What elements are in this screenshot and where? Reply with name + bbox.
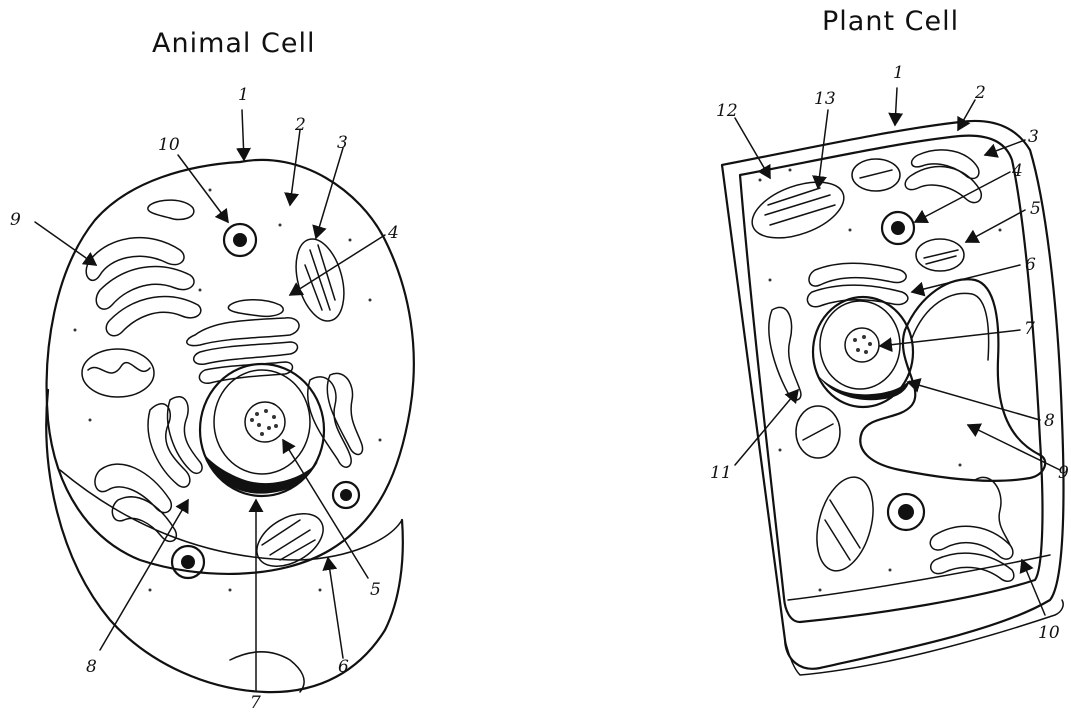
animal-label-2: 2 xyxy=(294,115,306,135)
animal-label-10: 10 xyxy=(158,135,180,155)
plant-label-10: 10 xyxy=(1038,623,1060,643)
plant-label-2: 2 xyxy=(974,83,986,103)
animal-label-8: 8 xyxy=(86,657,97,677)
plant-label-7: 7 xyxy=(1024,319,1035,339)
plant-vacuole xyxy=(860,279,1045,481)
plant-cell: 1 2 3 4 5 6 7 8 9 10 11 12 13 xyxy=(710,63,1069,675)
animal-cell: 1 10 2 3 4 9 5 6 7 8 xyxy=(10,85,414,713)
animal-label-4: 4 xyxy=(387,223,399,243)
plant-label-6: 6 xyxy=(1025,255,1036,275)
animal-pointers xyxy=(35,110,385,690)
plant-label-8: 8 xyxy=(1044,411,1055,431)
animal-label-6: 6 xyxy=(338,657,349,677)
plant-label-12: 12 xyxy=(716,101,738,121)
animal-golgi xyxy=(187,300,299,383)
plant-label-11: 11 xyxy=(710,463,732,483)
plant-label-1: 1 xyxy=(893,63,904,83)
plant-cytoplasm-dots xyxy=(759,169,1002,592)
animal-label-3: 3 xyxy=(337,133,348,153)
animal-label-9: 9 xyxy=(10,210,21,230)
animal-label-7: 7 xyxy=(250,693,261,713)
plant-nucleus xyxy=(813,297,913,407)
animal-lysosomes xyxy=(172,224,359,578)
animal-cell-membrane-side xyxy=(46,390,403,692)
plant-label-4: 4 xyxy=(1011,161,1023,181)
animal-label-1: 1 xyxy=(238,85,249,105)
plant-label-13: 13 xyxy=(814,89,836,109)
animal-label-5: 5 xyxy=(370,580,381,600)
animal-rough-er xyxy=(148,373,363,487)
plant-label-9: 9 xyxy=(1058,463,1069,483)
plant-label-5: 5 xyxy=(1030,199,1041,219)
plant-label-3: 3 xyxy=(1028,127,1039,147)
plant-er xyxy=(769,263,908,400)
